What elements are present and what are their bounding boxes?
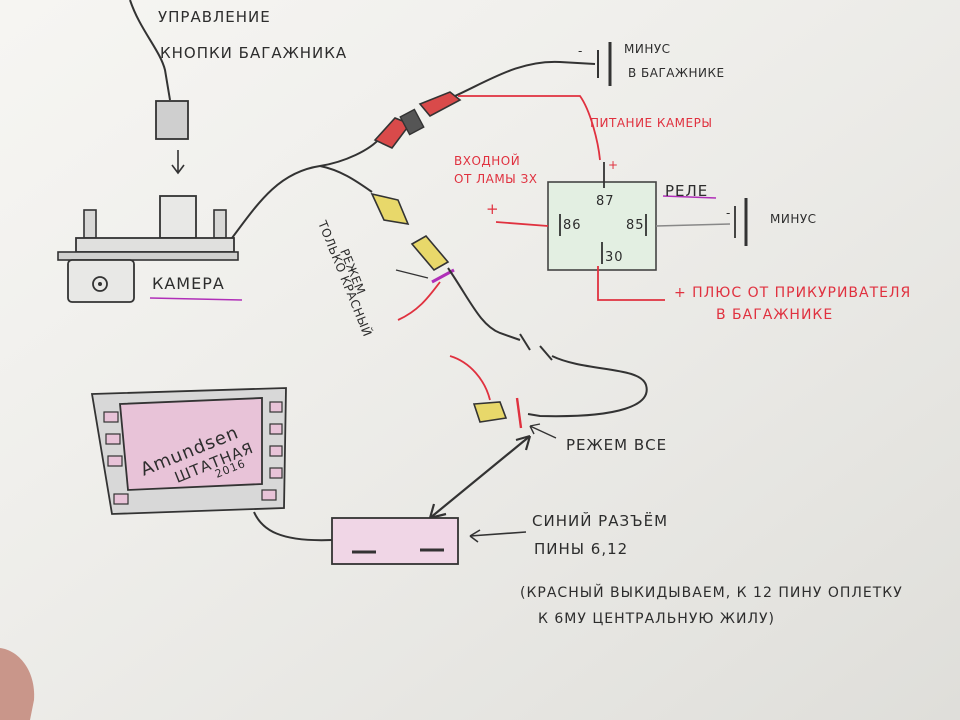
- power-connector-plugs: [373, 91, 462, 150]
- plus-sign-top: +: [608, 158, 619, 172]
- plus-sign-left: +: [486, 200, 500, 218]
- camera-unit: [57, 195, 239, 303]
- input-lamp-label-1: ВХОДНОЙ: [454, 154, 521, 168]
- camera-power-wire: [458, 95, 601, 161]
- input-lamp-label-2: ОТ ЛАМЫ ЗХ: [454, 172, 538, 186]
- cut-red-wire: [397, 281, 441, 321]
- note-label-2: К 6МУ ЦЕНТРАЛЬНУЮ ЖИЛУ): [538, 611, 775, 627]
- video-plug-extension: [410, 234, 450, 272]
- headunit-cable: [253, 511, 333, 542]
- blue-connector-label-2: ПИНЫ 6,12: [534, 540, 629, 558]
- minus-sign-trunk: -: [578, 44, 583, 58]
- note-label-1: (КРАСНЫЙ ВЫКИДЫВАЕМ, К 12 ПИНУ ОПЛЕТКУ: [520, 585, 903, 601]
- blue-connector-label-1: СИНИЙ РАЗЪЁМ: [532, 512, 669, 530]
- video-plug-camera: [370, 192, 410, 226]
- blue-connector: [331, 517, 459, 565]
- camera-label: КАМЕРА: [152, 274, 225, 293]
- pin-87-label: 87: [596, 194, 615, 209]
- video-plug-headunit: [472, 401, 508, 423]
- relay-ground-wire: [655, 223, 731, 227]
- trunk-button-wire: [129, 0, 171, 101]
- lighter-power-wire: [597, 266, 665, 301]
- trunk-button-box: [155, 100, 189, 140]
- cut-red-pointer: [395, 269, 429, 279]
- ground-wire: [454, 60, 596, 97]
- minus-sign-relay: -: [726, 206, 731, 220]
- plus-lighter-label-1: + ПЛЮС ОТ ПРИКУРИВАТЕЛЯ: [674, 285, 912, 301]
- ground-tick-2: [539, 345, 553, 361]
- double-arrow-shaft: [429, 435, 531, 519]
- arrow-cut-all-icon: [529, 423, 557, 439]
- cut-mark-all: [515, 397, 523, 429]
- camera-underline: [149, 297, 243, 301]
- minus-trunk-label-1: МИНУС: [624, 42, 671, 56]
- ground-tick-1: [519, 333, 531, 351]
- thumb: [0, 648, 35, 720]
- cut-all-label: РЕЖЕМ ВСЕ: [566, 436, 668, 454]
- relay-underline: [662, 195, 717, 199]
- minus-relay-label: МИНУС: [770, 212, 817, 226]
- arrow-left-icon: [469, 529, 527, 543]
- trunk-control-label-1: УПРАВЛЕНИЕ: [158, 8, 271, 26]
- head-unit: [90, 387, 287, 515]
- camera-cable-main: [231, 137, 381, 239]
- video-cable-loop: [527, 355, 648, 418]
- red-wire-bottom: [449, 355, 491, 401]
- plus-lighter-label-2: В БАГАЖНИКЕ: [716, 307, 834, 323]
- pin-86-label: 86: [563, 218, 582, 233]
- lamp-input-wire: [495, 221, 549, 227]
- arrow-down-icon: [171, 150, 185, 175]
- video-cable-lower: [447, 267, 521, 341]
- relay-label: РЕЛЕ: [665, 182, 709, 200]
- pin-85-label: 85: [626, 218, 645, 233]
- camera-power-label: ПИТАНИЕ КАМЕРЫ: [590, 116, 713, 130]
- arrow-up-right-icon: [515, 434, 532, 451]
- trunk-control-label-2: КНОПКИ БАГАЖНИКА: [160, 44, 348, 62]
- pin-30-label: 30: [605, 250, 624, 265]
- camera-cable-video: [319, 165, 373, 193]
- minus-trunk-label-2: В БАГАЖНИКЕ: [628, 66, 725, 80]
